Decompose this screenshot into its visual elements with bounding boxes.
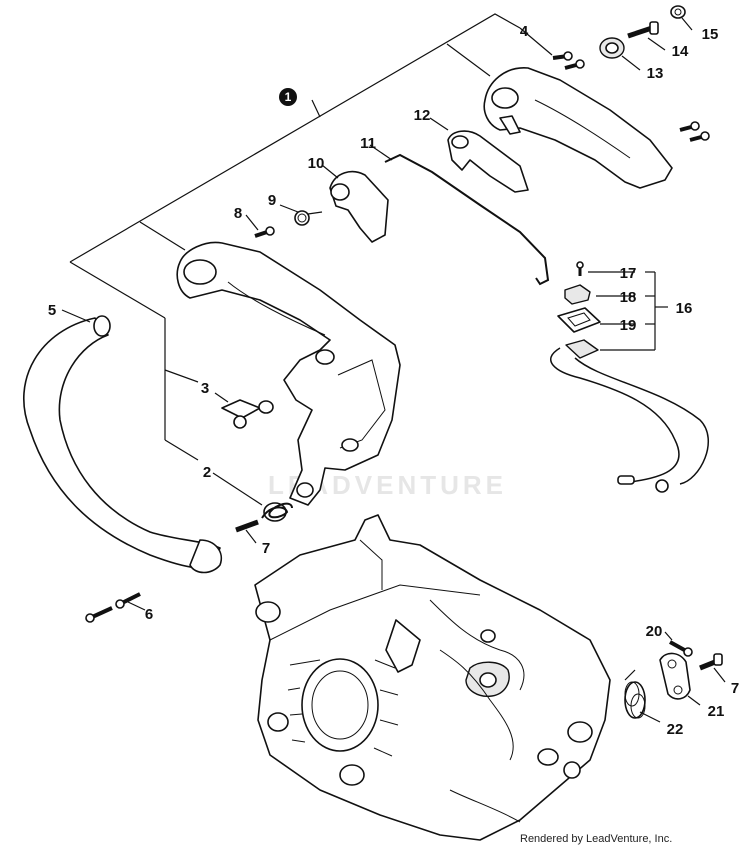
torsion-spring-9 (294, 210, 323, 226)
throttle-rod (384, 153, 550, 286)
engine-housing (254, 514, 611, 841)
spring-2 (261, 502, 293, 522)
screw-20 (669, 640, 693, 657)
washer-15 (670, 5, 686, 19)
callout-3: 3 (201, 380, 209, 397)
callout-15: 15 (702, 26, 719, 43)
short-circuit-wire (550, 339, 710, 493)
callout-21: 21 (708, 703, 725, 720)
leader-lines (61, 17, 726, 723)
callout-5: 5 (48, 302, 56, 319)
rendered-by-credit: Rendered by LeadVenture, Inc. (520, 833, 673, 845)
screw-7-left (235, 519, 259, 533)
assembly-badge (279, 88, 297, 106)
callout-17: 17 (620, 265, 637, 282)
callout-13: 13 (647, 65, 664, 82)
spring-22 (624, 669, 646, 719)
callout-11: 11 (360, 135, 376, 152)
front-handle-tube[interactable] (23, 315, 222, 574)
callout-7-left: 7 (262, 540, 270, 557)
throttle-trigger[interactable] (447, 130, 529, 193)
annular-buffer-13 (599, 37, 625, 59)
callout-8: 8 (234, 205, 242, 222)
callout-9: 9 (268, 192, 276, 209)
callout-1: 1 (285, 90, 292, 104)
callout-7-right: 7 (731, 680, 739, 697)
callout-14: 14 (672, 43, 689, 60)
callout-18: 18 (620, 289, 637, 306)
handle-housing[interactable] (176, 241, 401, 506)
callout-16: 16 (676, 300, 693, 317)
rear-handle[interactable] (483, 67, 673, 189)
screw-7-right (699, 653, 723, 671)
plate-21 (659, 652, 691, 700)
assembly-bracket (69, 13, 521, 461)
buffer-plugs-3 (221, 399, 274, 429)
callout-10: 10 (308, 155, 325, 172)
screw-8 (254, 226, 275, 238)
callout-19: 19 (620, 317, 637, 334)
gasket-19 (557, 307, 601, 333)
switch-screw-17 (576, 261, 584, 276)
callout-22: 22 (667, 721, 684, 738)
callout-6: 6 (145, 606, 153, 623)
callout-20: 20 (646, 623, 663, 640)
screws-4 (552, 51, 710, 142)
callout-4: 4 (520, 23, 529, 40)
callout-2: 2 (203, 464, 211, 481)
switch-cover-18 (564, 284, 591, 305)
lockout-lever[interactable] (329, 171, 389, 243)
callout-12: 12 (414, 107, 431, 124)
bolt-14 (627, 21, 659, 39)
screws-6 (85, 592, 141, 623)
callout-labels: 1 2 3 4 5 6 7 7 8 9 10 11 12 13 14 15 16… (48, 23, 739, 738)
